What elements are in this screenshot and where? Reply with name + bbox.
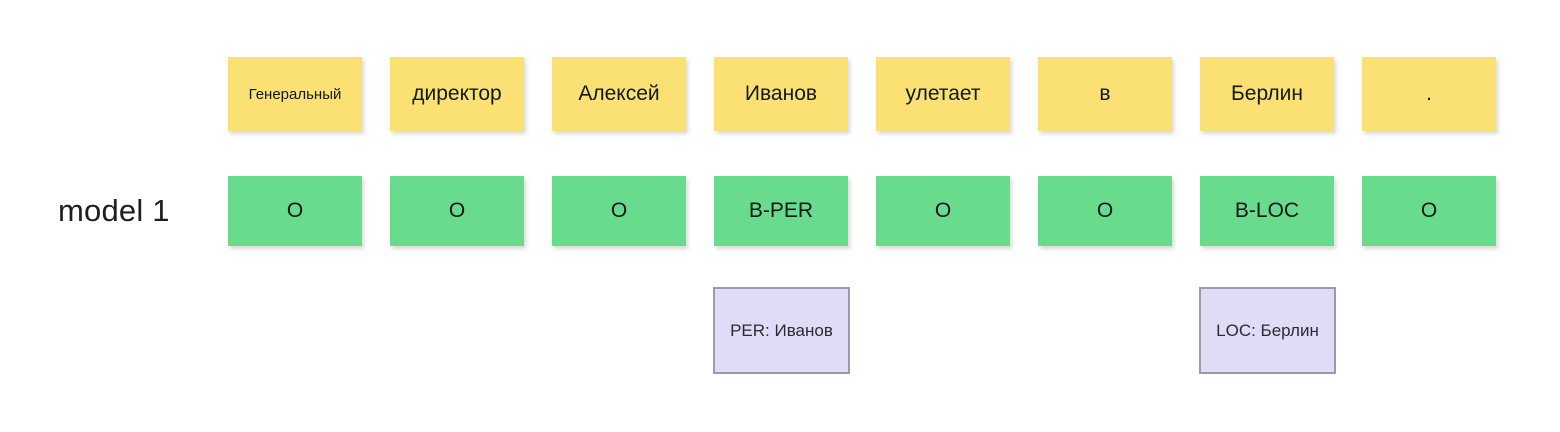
token-box: Генеральный (228, 57, 362, 131)
token-box: в (1038, 57, 1172, 131)
token-box: Иванов (714, 57, 848, 131)
tag-box: O (390, 176, 524, 246)
entity-box: LOC: Берлин (1199, 287, 1336, 374)
token-box: . (1362, 57, 1496, 131)
tag-box: B-LOC (1200, 176, 1334, 246)
tag-box: O (876, 176, 1010, 246)
tag-box: O (1038, 176, 1172, 246)
tag-box: B-PER (714, 176, 848, 246)
token-box: Алексей (552, 57, 686, 131)
token-box: Берлин (1200, 57, 1334, 131)
token-box: улетает (876, 57, 1010, 131)
tag-box: O (1362, 176, 1496, 246)
model-row-label: model 1 (58, 193, 170, 228)
token-box: директор (390, 57, 524, 131)
tag-box: O (552, 176, 686, 246)
entity-box: PER: Иванов (713, 287, 850, 374)
tag-box: O (228, 176, 362, 246)
